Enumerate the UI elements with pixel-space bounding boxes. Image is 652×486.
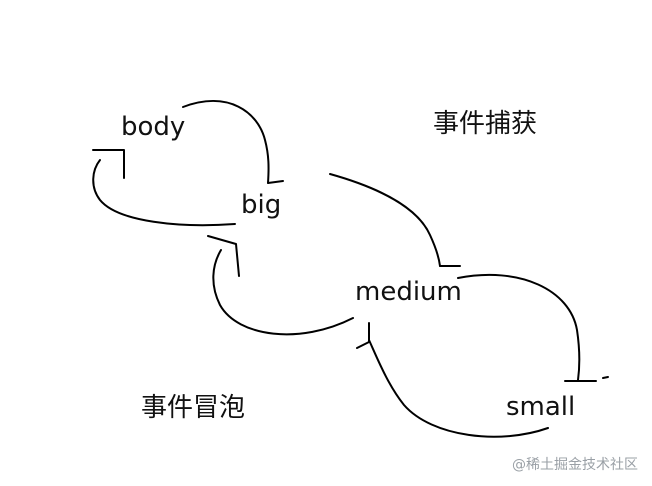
bubble-arrowhead-body: [92, 149, 125, 179]
capture-arrow-medium-to-small: [457, 273, 581, 381]
bubble-arrow-small-to-medium: [368, 339, 549, 438]
capture-arrow-big-to-medium: [329, 173, 441, 267]
node-small: small: [506, 392, 576, 422]
capture-arrowhead-small-dash: [602, 376, 609, 379]
node-big: big: [241, 190, 282, 220]
label-capture-phase: 事件捕获: [433, 109, 538, 139]
watermark: @稀土掘金技术社区: [512, 457, 638, 473]
bubble-arrowhead-medium: [356, 322, 370, 349]
node-body: body: [121, 112, 186, 142]
bubble-arrow-medium-to-big: [212, 249, 354, 336]
label-bubble-phase: 事件冒泡: [141, 393, 246, 423]
bubble-arrow-big-to-body: [92, 159, 236, 227]
capture-arrowhead-big: [267, 180, 284, 184]
node-medium: medium: [355, 277, 462, 307]
bubble-arrowhead-big: [207, 235, 240, 277]
capture-arrow-body-to-big: [182, 100, 270, 184]
